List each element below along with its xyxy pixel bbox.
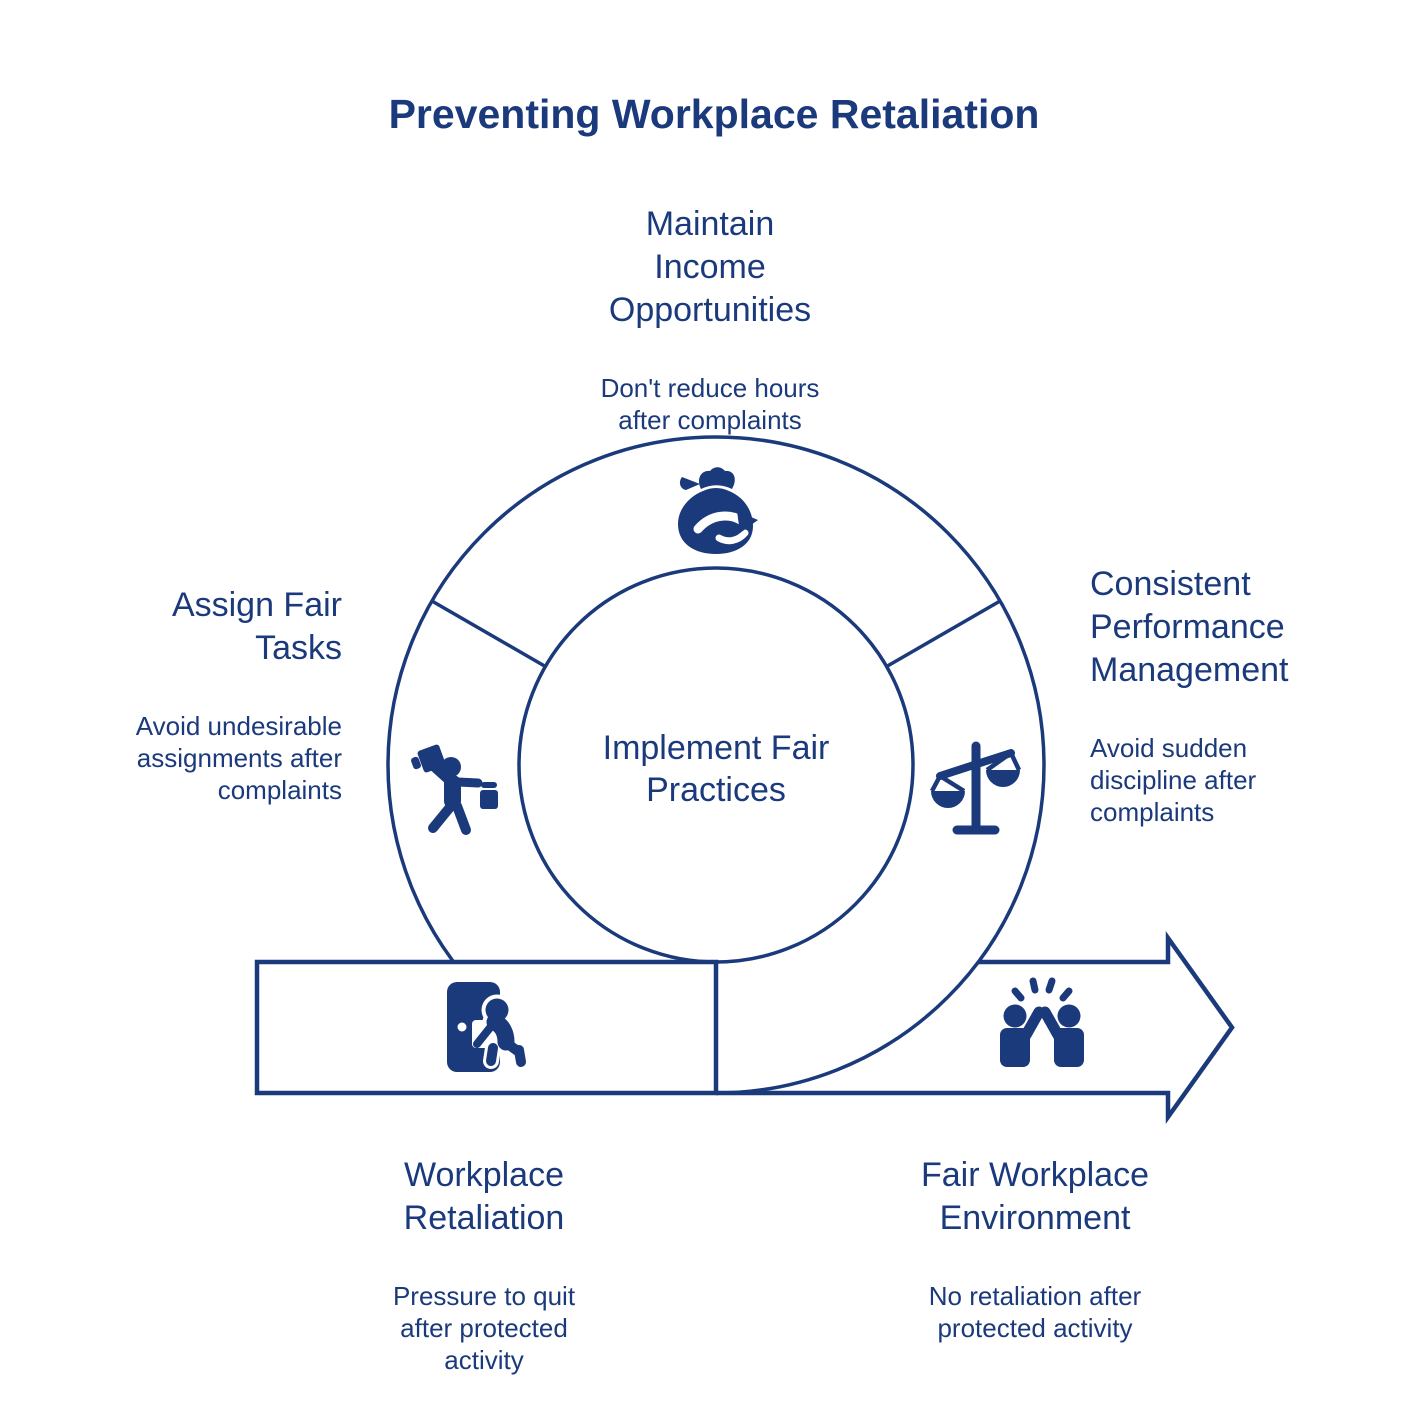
section-bottom-right-heading: Fair Workplace Environment	[921, 1156, 1149, 1237]
page-title: Preventing Workplace Retaliation	[388, 91, 1040, 137]
section-bottom-right: Fair Workplace Environment No retaliatio…	[815, 1136, 1255, 1362]
person-leaving-door-icon	[447, 982, 529, 1072]
arrow-head	[716, 930, 1235, 1125]
section-top: Maintain Income Opportunities Don't redu…	[460, 185, 960, 454]
section-top-subtext: Don't reduce hours after complaints	[600, 373, 820, 435]
person-carrying-box-icon	[411, 744, 498, 835]
center-label: Implement Fair Practices	[602, 729, 830, 809]
section-bottom-left-heading: Workplace Retaliation	[403, 1156, 565, 1237]
section-left-heading: Assign Fair Tasks	[171, 586, 342, 667]
section-left: Assign Fair Tasks Avoid undesirable assi…	[42, 566, 342, 824]
section-bottom-left-subtext: Pressure to quit after protected activit…	[392, 1281, 576, 1375]
section-right-heading: Consistent Performance Management	[1090, 565, 1289, 689]
money-bag-icon	[678, 467, 758, 554]
high-five-icon	[1000, 977, 1084, 1067]
section-right: Consistent Performance Management Avoid …	[1090, 545, 1410, 846]
section-right-subtext: Avoid sudden discipline after complaints	[1090, 733, 1257, 827]
section-bottom-right-subtext: No retaliation after protected activity	[928, 1281, 1142, 1343]
section-bottom-left: Workplace Retaliation Pressure to quit a…	[264, 1136, 704, 1394]
segment-divider-upper-right	[885, 599, 1001, 669]
balance-scale-icon	[930, 741, 1022, 835]
segment-divider-upper-left	[431, 599, 547, 669]
section-top-heading: Maintain Income Opportunities	[608, 205, 812, 329]
section-left-subtext: Avoid undesirable assignments after comp…	[135, 711, 342, 805]
